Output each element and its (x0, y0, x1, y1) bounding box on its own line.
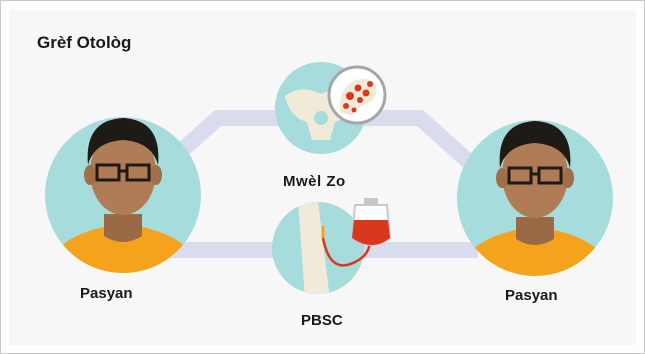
pbsc-label: PBSC (301, 312, 343, 329)
patient-right-icon (457, 120, 613, 276)
left-patient-label: Pasyan (80, 285, 133, 302)
bone-marrow-icon (275, 62, 387, 154)
marrow-tissue-icon (339, 78, 377, 116)
blood-bag-icon (272, 198, 392, 294)
right-patient-label: Pasyan (505, 287, 558, 304)
diagram-title: Grèf Otològ (37, 33, 132, 52)
bone-marrow-label: Mwèl Zo (283, 173, 346, 190)
